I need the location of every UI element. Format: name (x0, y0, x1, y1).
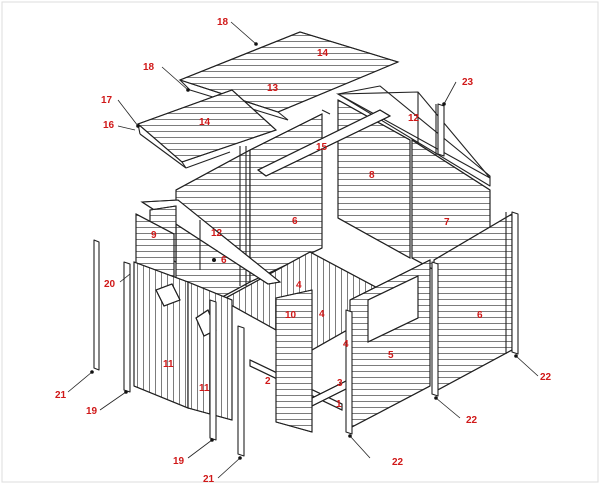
callout-9: 9 (151, 230, 157, 241)
callout-5: 5 (388, 350, 394, 361)
callout-19: 19 (173, 456, 185, 467)
callout-6: 6 (477, 310, 483, 321)
leader-dots (90, 42, 518, 460)
callout-3: 3 (337, 378, 343, 389)
callout-10: 10 (285, 310, 297, 321)
callout-8: 8 (369, 170, 375, 181)
front-corner-panel (275, 289, 313, 433)
callout-4: 4 (343, 339, 349, 350)
callout-20: 20 (104, 279, 116, 290)
callout-17: 17 (101, 95, 113, 106)
front-wall-window (349, 259, 431, 429)
callout-6: 6 (221, 255, 227, 266)
callout-6: 6 (292, 216, 298, 227)
callout-21: 21 (203, 474, 215, 484)
door-left (133, 261, 189, 409)
callout-4: 4 (296, 280, 302, 291)
callout-14: 14 (317, 48, 329, 59)
callout-7: 7 (444, 217, 450, 228)
callout-11: 11 (163, 359, 174, 370)
callout-15: 15 (316, 142, 328, 153)
callout-21: 21 (55, 390, 67, 401)
callouts: 1 2 3 4 4 4 5 6 6 6 7 8 9 10 11 11 12 12… (55, 17, 552, 484)
callout-1: 1 (336, 399, 342, 410)
callout-22: 22 (466, 415, 478, 426)
callout-16: 16 (103, 120, 115, 131)
callout-11: 11 (199, 383, 210, 394)
leader-lines (67, 21, 539, 479)
callout-18: 18 (143, 62, 155, 73)
callout-22: 22 (540, 372, 552, 383)
callout-13: 13 (267, 83, 279, 94)
corner-posts (93, 103, 519, 457)
callout-23: 23 (462, 77, 474, 88)
callout-18: 18 (217, 17, 229, 28)
callout-19: 19 (86, 406, 98, 417)
roof-panel-lower (136, 89, 278, 169)
callout-4: 4 (319, 309, 325, 320)
callout-2: 2 (265, 376, 271, 387)
callout-14: 14 (199, 117, 211, 128)
ridge-beam (256, 109, 392, 177)
callout-22: 22 (392, 457, 404, 468)
callout-12: 12 (408, 113, 420, 124)
callout-12: 12 (211, 228, 223, 239)
